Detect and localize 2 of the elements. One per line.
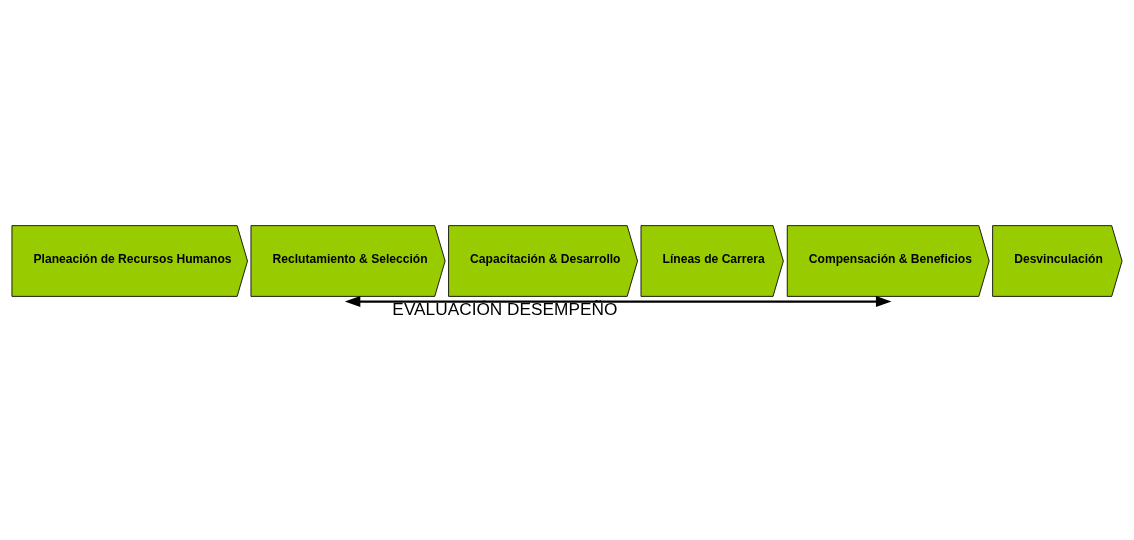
- edge-label: EVALUACIÓN DESEMPEÑO: [392, 298, 618, 319]
- arrow: [344, 295, 892, 307]
